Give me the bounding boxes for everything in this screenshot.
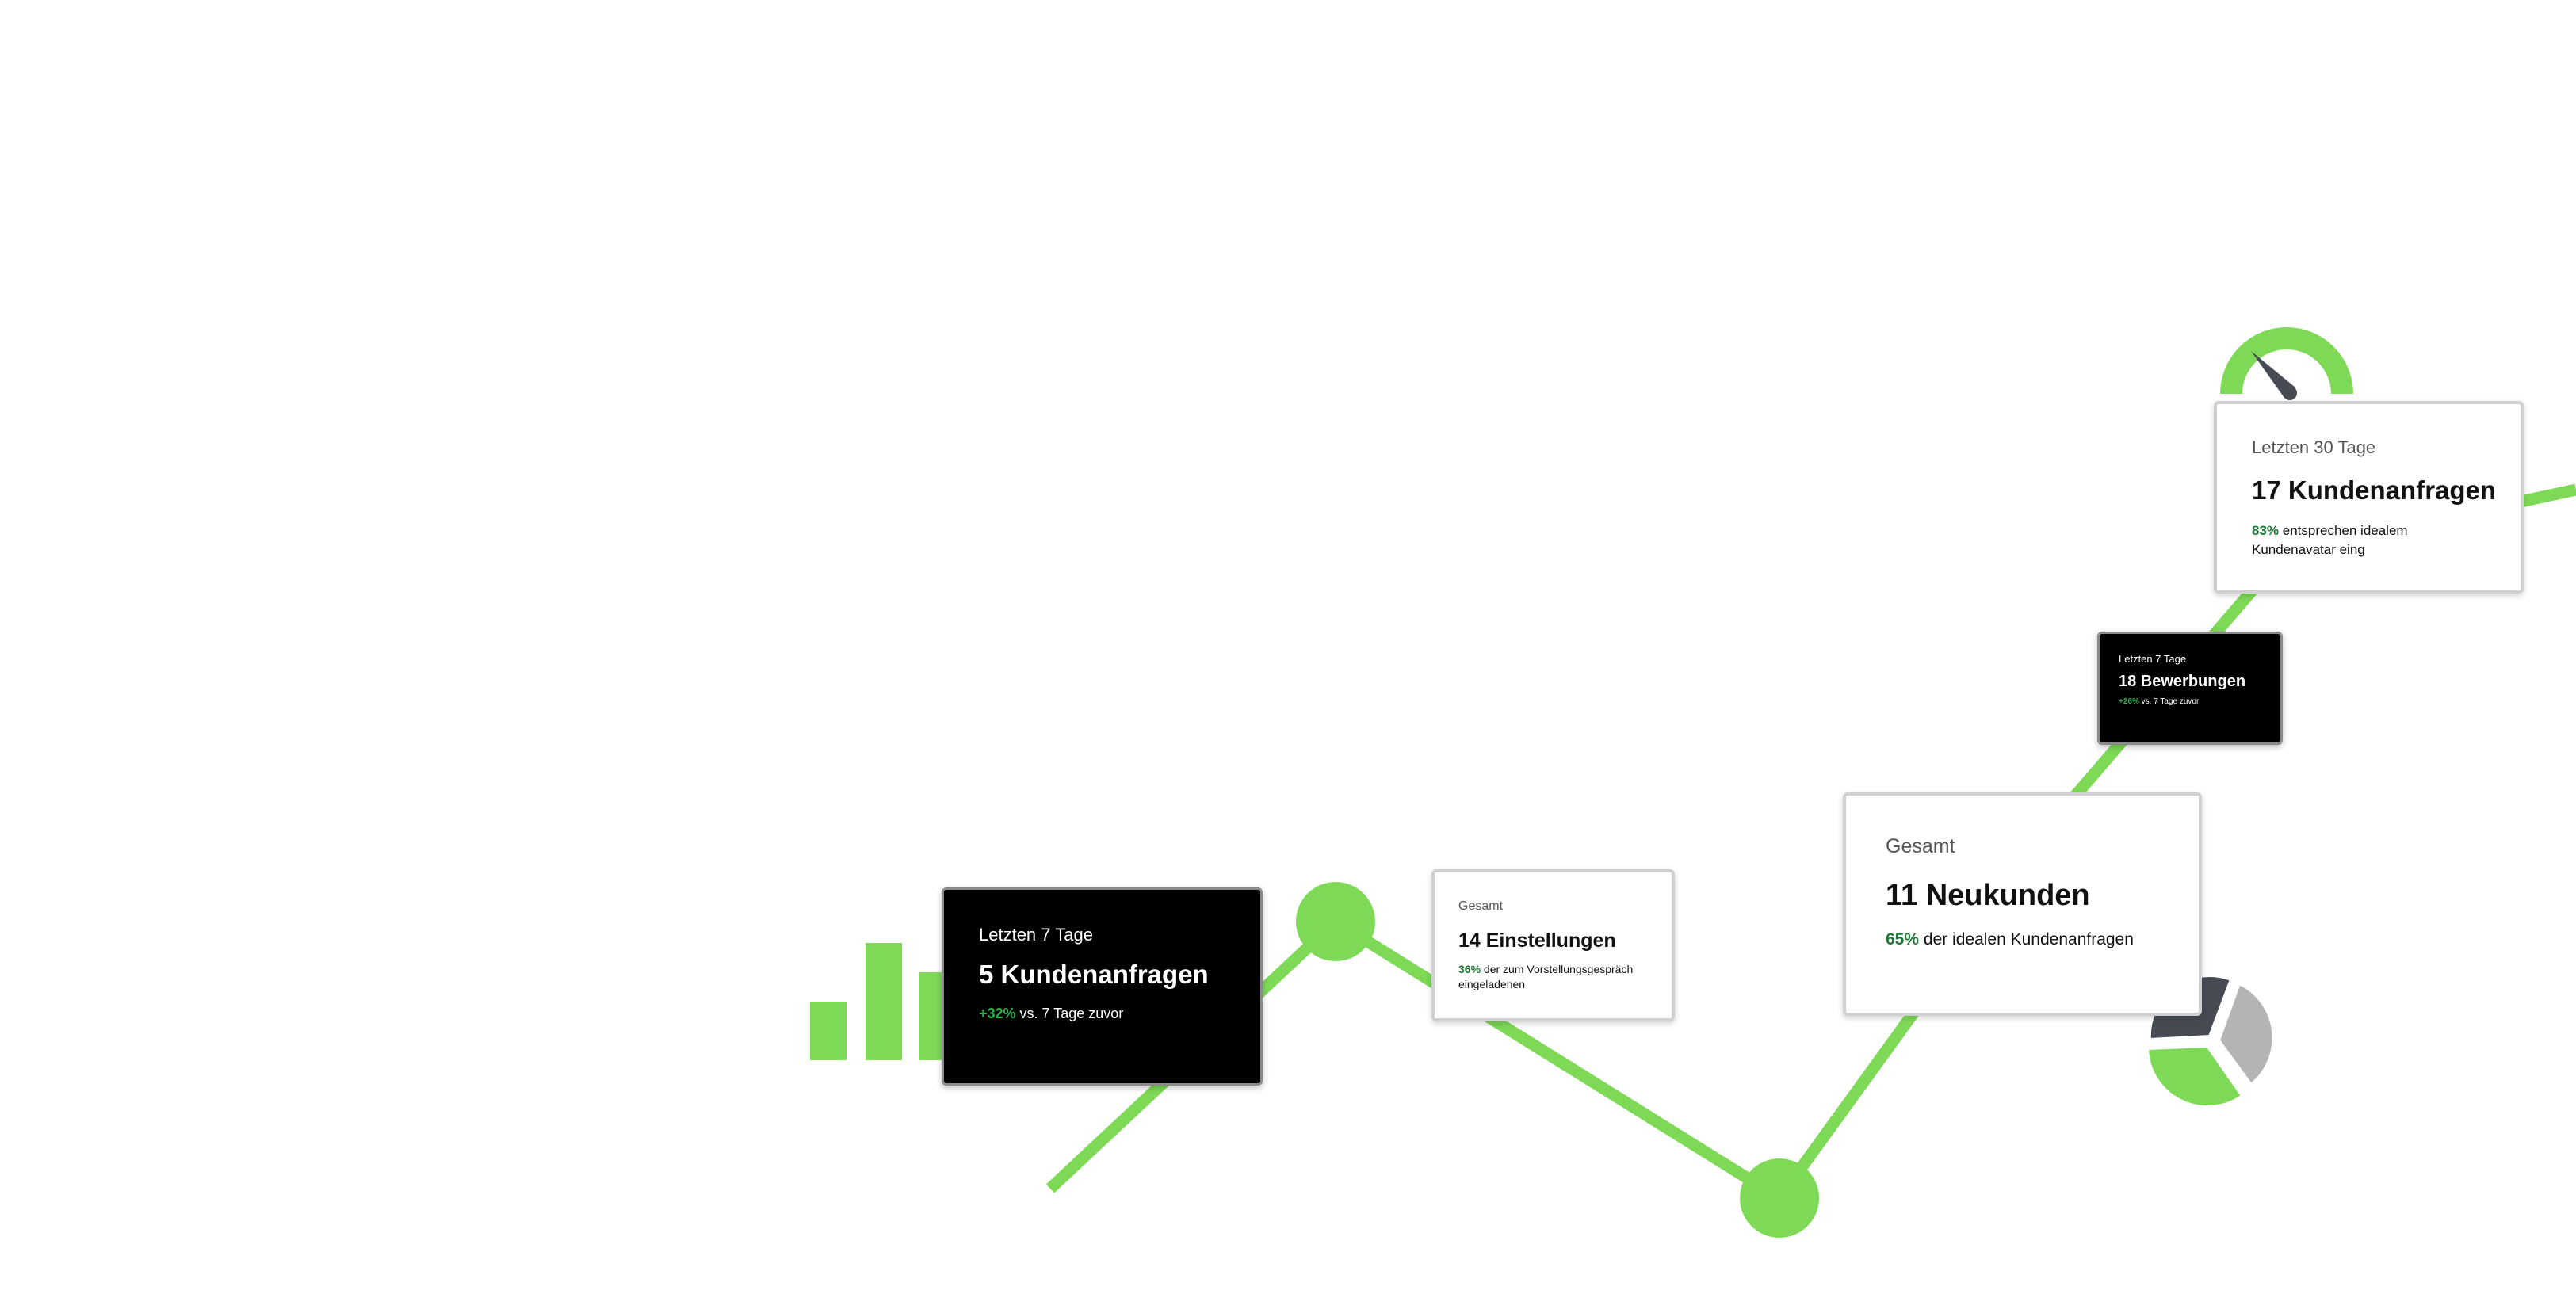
card-percent: 65% <box>1886 930 1920 948</box>
card-subtext: 65% der idealen Kundenanfragen <box>1886 930 2159 949</box>
card-subtext: 36% der zum Vorstellungsgespräch eingela… <box>1458 962 1648 992</box>
kpi-card-bewerbungen: Letzten 7 Tage 18 Bewerbungen +26% vs. 7… <box>2097 632 2283 745</box>
gauge-needle <box>2251 351 2295 398</box>
card-period-label: Gesamt <box>1458 899 1504 913</box>
trend-line <box>1045 483 2576 1204</box>
card-percent: 83% <box>2252 523 2280 538</box>
card-period-label: Letzten 7 Tage <box>2119 653 2187 665</box>
kpi-card-einstellungen: Gesamt 14 Einstellungen 36% der zum Vors… <box>1431 869 1675 1021</box>
kpi-card-neukunden: Gesamt 11 Neukunden 65% der idealen Kund… <box>1843 792 2202 1016</box>
speedometer-gauge-icon <box>2220 327 2353 400</box>
card-headline: 18 Bewerbungen <box>2119 673 2246 690</box>
card-subtext: 83% entsprechen idealem Kundenavatar ein… <box>2252 521 2486 559</box>
card-subtext-body: der idealen Kundenanfragen <box>1919 930 2134 948</box>
bar-chart-icon <box>810 943 956 1060</box>
card-subtext-body: entsprechen idealem Kundenavatar eing <box>2252 523 2408 557</box>
card-headline: 5 Kundenanfragen <box>979 960 1209 989</box>
bar-chart-bar <box>810 1002 847 1060</box>
card-subtext-body: vs. 7 Tage zuvor <box>1015 1006 1124 1021</box>
card-headline: 17 Kundenanfragen <box>2252 475 2497 505</box>
bar-chart-bar <box>866 943 902 1060</box>
trend-node <box>1296 882 1375 961</box>
card-subtext: +32% vs. 7 Tage zuvor <box>979 1006 1225 1022</box>
pie-slice-gray <box>2216 981 2276 1087</box>
trend-node <box>1740 1158 1819 1238</box>
card-percent: +26% <box>2119 697 2139 706</box>
card-subtext-body: vs. 7 Tage zuvor <box>2138 697 2200 706</box>
card-period-label: Letzten 7 Tage <box>979 925 1093 945</box>
card-period-label: Gesamt <box>1886 835 1955 857</box>
kpi-card-kundenanfragen-7-tage: Letzten 7 Tage 5 Kundenanfragen +32% vs.… <box>942 887 1263 1086</box>
card-percent: +32% <box>979 1006 1016 1021</box>
pie-slice-green <box>2145 1044 2245 1109</box>
card-subtext-body: der zum Vorstellungsgespräch eingeladene… <box>1458 963 1634 990</box>
card-subtext: +26% vs. 7 Tage zuvor <box>2119 697 2261 706</box>
card-headline: 14 Einstellungen <box>1458 929 1616 952</box>
card-percent: 36% <box>1458 963 1481 975</box>
card-period-label: Letzten 30 Tage <box>2252 437 2376 457</box>
kpi-card-kundenanfragen-30-tage: Letzten 30 Tage 17 Kundenanfragen 83% en… <box>2214 401 2524 594</box>
card-headline: 11 Neukunden <box>1886 879 2090 912</box>
